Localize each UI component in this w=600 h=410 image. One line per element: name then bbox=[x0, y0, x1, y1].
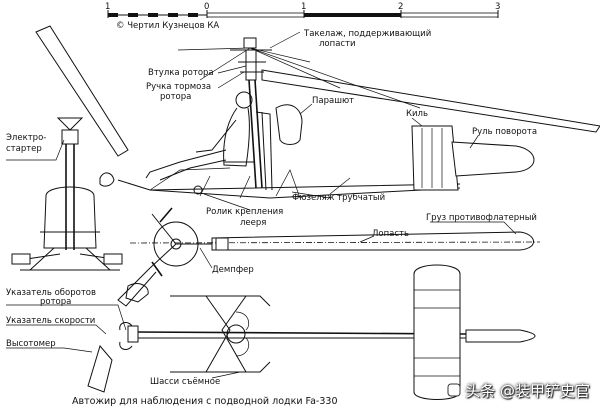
scale-tick-3: 1 bbox=[301, 2, 306, 12]
front-view bbox=[11, 117, 123, 271]
label-rotor-hub: Втулка ротора bbox=[148, 68, 214, 78]
label-starter: Электро- bbox=[6, 133, 46, 143]
label-fin: Киль bbox=[406, 109, 428, 119]
label-roller: Ролик крепления bbox=[206, 207, 283, 217]
parachute-pack bbox=[275, 104, 303, 145]
label-damper: Демпфер bbox=[212, 265, 254, 275]
side-view bbox=[35, 25, 600, 199]
label-rigging-2: лопасти bbox=[319, 39, 356, 49]
label-airspeed: Указатель скорости bbox=[6, 316, 95, 326]
label-parachute: Парашют bbox=[312, 96, 354, 106]
watermark: 头条 @装甲铲史官 bbox=[447, 378, 590, 402]
rotor-blade-raised bbox=[35, 25, 129, 157]
scale-tick-4: 2 bbox=[398, 2, 403, 12]
label-roller-2: лееря bbox=[240, 218, 266, 228]
scale-tick-5: 3 bbox=[495, 2, 500, 12]
label-rotor-brake: Ручка тормоза bbox=[146, 82, 211, 92]
bottom-plan-view bbox=[87, 264, 536, 400]
toutiao-logo-icon bbox=[447, 383, 461, 397]
label-fuselage: Фюзеляж трубчатый bbox=[292, 193, 385, 203]
label-rigging: Такелаж, поддерживающий bbox=[303, 29, 431, 39]
labels: Такелаж, поддерживающий лопасти Втулка р… bbox=[6, 29, 537, 387]
rigging-lines bbox=[177, 47, 421, 109]
front-fuselage bbox=[43, 186, 97, 249]
rotor-plan-view bbox=[117, 207, 541, 307]
scale-bar: 1 0 1 2 3 © Чертил Кузнецов КА bbox=[105, 2, 500, 31]
rotor-blade-rear bbox=[261, 69, 600, 133]
drawing-caption: Автожир для наблюдения с подводной лодки… bbox=[72, 396, 338, 407]
watermark-text: 头条 @装甲铲史官 bbox=[465, 381, 590, 400]
label-rudder: Руль поворота bbox=[472, 127, 537, 137]
label-altimeter: Высотомер bbox=[6, 339, 56, 349]
scale-tick-1: 1 bbox=[105, 2, 110, 12]
fuselage-plan bbox=[135, 331, 467, 335]
label-rotor-brake-2: ротора bbox=[160, 92, 191, 102]
rotor-mast bbox=[254, 79, 263, 189]
scale-tick-2: 0 bbox=[204, 2, 209, 12]
author-credit: © Чертил Кузнецов КА bbox=[116, 21, 219, 31]
rudder bbox=[451, 141, 535, 177]
label-rpm-indicator-2: ротора bbox=[40, 297, 71, 307]
label-counterweight: Груз противофлатерный bbox=[426, 213, 537, 223]
fuselage-tube bbox=[117, 179, 461, 191]
rotor-hub bbox=[243, 37, 257, 49]
landing-skids bbox=[170, 295, 271, 373]
pilot-figure bbox=[145, 91, 253, 181]
label-blade: Лопасть bbox=[372, 229, 409, 239]
tether-roller bbox=[193, 185, 203, 195]
leader-lines bbox=[6, 31, 517, 379]
label-starter-2: стартер bbox=[6, 144, 42, 154]
tail-fin bbox=[411, 125, 459, 191]
label-rpm-indicator: Указатель оборотов bbox=[6, 288, 96, 298]
label-landing-gear: Шасси съёмное bbox=[150, 377, 220, 387]
electric-starter bbox=[61, 129, 79, 145]
rotor-blade-plan bbox=[211, 231, 534, 251]
